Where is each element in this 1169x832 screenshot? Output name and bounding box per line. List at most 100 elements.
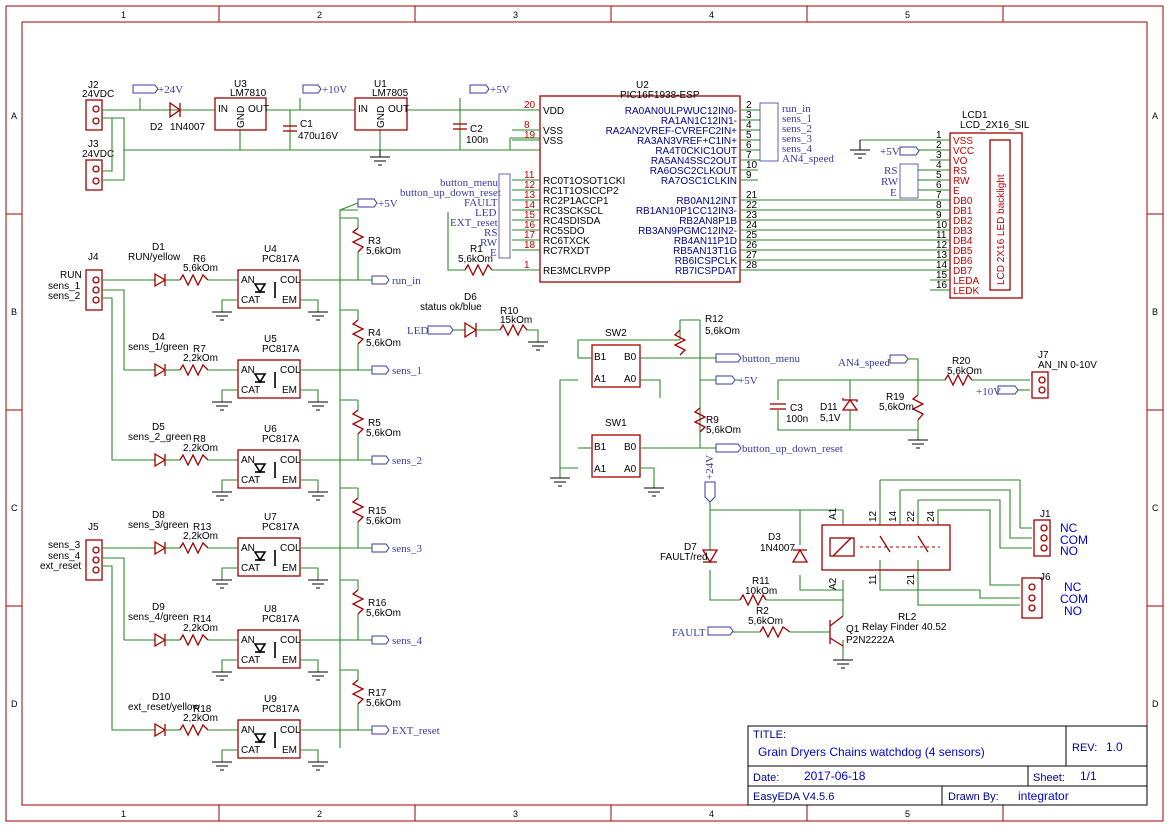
opto-pin-cat: CAT	[241, 655, 260, 666]
q1-value: P2N2222A	[846, 635, 895, 646]
flag-10v-label: +10V	[322, 84, 347, 96]
led-value: RUN/yellow	[128, 252, 181, 263]
r19-ref: R19	[886, 392, 905, 403]
r19-value: 5,6kOm	[879, 402, 914, 413]
relay-rl2	[821, 524, 951, 571]
mcu-pin-name: RA5AN4SSC2OUT	[651, 156, 737, 167]
j1-label: NC	[1060, 521, 1078, 535]
mcu-pin-name: RC4SDISDA	[543, 216, 601, 227]
mcu-pin-number: 11	[524, 170, 535, 181]
d7-value: FAULT/red	[660, 552, 708, 563]
date-label: Date:	[753, 772, 779, 784]
opto-ref: U7	[264, 512, 277, 523]
d6-value: status ok/blue	[420, 302, 482, 313]
d11-value: 5,1V	[820, 413, 841, 424]
mcu-pin-number: 19	[524, 130, 536, 141]
indicator-led	[154, 362, 167, 378]
resistor-value: 2,2kOm	[183, 623, 218, 634]
mcu-pin-name: VSS	[543, 126, 563, 137]
connector-j6	[1021, 577, 1043, 619]
led-ref: D9	[152, 602, 165, 613]
led-d7	[701, 549, 719, 564]
opto-pin-an: AN	[241, 455, 255, 466]
lcd-pin-name: DB2	[953, 216, 973, 227]
j6-label: NC	[1064, 580, 1082, 594]
ground-icon	[528, 341, 548, 351]
row-label: B	[1152, 307, 1158, 317]
lcd-ref: LCD1	[962, 110, 988, 121]
resistor-ref: R8	[193, 434, 206, 445]
r20-value: 5,6kOm	[947, 366, 982, 377]
rl2-ref: RL2	[898, 612, 917, 623]
optocoupler	[237, 629, 301, 669]
opto-value: PC817A	[262, 704, 300, 715]
opto-pin-col: COL	[280, 725, 301, 736]
lcd-pins: 1VSS2VCC3VO4RS5RW6E7DB08DB19DB210DB311DB…	[918, 130, 979, 297]
col-label: 4	[709, 10, 714, 20]
mcu-pin-name: RC2P1ACCP1	[543, 196, 609, 207]
resistor-ref: R13	[193, 522, 212, 533]
led-ref: D1	[152, 242, 165, 253]
resistor-r10	[499, 323, 528, 337]
resistor-r2	[759, 625, 791, 639]
opto-pin-cat: CAT	[241, 745, 260, 756]
opto-pin-em: EM	[282, 475, 297, 486]
lcd-net-e: E	[890, 187, 897, 199]
power-supply: J2 24VDC J3 24VDC D2 1N4007 U3 LM7810 IN	[82, 79, 540, 191]
opto-ref: U8	[264, 604, 277, 615]
output-net: sens_4	[392, 635, 422, 647]
col-label: 2	[317, 809, 322, 819]
optocoupler	[237, 537, 301, 577]
j5-label: sens_3	[48, 540, 81, 551]
relay-pin: 11	[868, 574, 879, 585]
series-resistor	[179, 723, 209, 737]
opto-pin-col: COL	[280, 543, 301, 554]
mcu-pin-number: 10	[746, 160, 758, 171]
tool-value: EasyEDA V4.5.6	[753, 791, 834, 803]
net-run-in: run_in	[782, 103, 811, 115]
resistor-ref: R6	[193, 254, 206, 265]
mcu-pin-number: 26	[746, 240, 758, 251]
opto-value: PC817A	[262, 254, 300, 265]
ground-icon	[833, 659, 853, 669]
zener-d11	[841, 398, 859, 411]
connector-j5	[85, 539, 103, 581]
j3-value: 24VDC	[82, 149, 114, 160]
lcd-pin-number: 4	[936, 160, 942, 171]
j5-ref: J5	[88, 522, 99, 533]
mcu-pin-number: 7	[746, 150, 752, 161]
r1-ref: R1	[470, 244, 483, 255]
net-sens-2: sens_2	[782, 123, 812, 135]
mcu-pin-number: 1	[524, 260, 530, 271]
mcu-pin-number: 15	[524, 210, 536, 221]
row-label: D	[11, 699, 18, 709]
opto-pin-an: AN	[241, 543, 255, 554]
regulator-u1	[354, 97, 408, 131]
optocoupler	[237, 719, 301, 759]
r11-ref: R11	[752, 576, 770, 587]
resistor-value: 2,2kOm	[183, 353, 218, 364]
mcu-pin-name: RA3AN3VREF+C1IN+	[637, 136, 737, 147]
switch-sw1	[591, 434, 641, 478]
mcu-u2: U2 PIC16F1938-ESP 20VDD8VSS19VSS11RC0T1O…	[400, 80, 930, 283]
lcd-pin-number: 12	[936, 240, 948, 251]
resistor-r20	[944, 373, 973, 387]
sw-pin: B0	[624, 352, 637, 363]
ground-icon	[550, 477, 664, 497]
net-an4-speed: AN4_speed	[782, 153, 834, 165]
row-label: A	[11, 111, 17, 121]
flag-24v	[132, 84, 159, 94]
opto-pin-col: COL	[280, 275, 301, 286]
led-value: sens_2_green	[128, 432, 191, 443]
row-label: C	[11, 503, 18, 513]
flag-5v-inputs-label: +5V	[378, 198, 398, 210]
r10-value: 15kOm	[500, 315, 532, 326]
resistor-r1	[464, 263, 493, 277]
series-resistor	[179, 541, 209, 555]
mcu-pin-number: 20	[524, 100, 536, 111]
net-sens-1: sens_1	[782, 113, 812, 125]
output-net: sens_1	[392, 365, 422, 377]
